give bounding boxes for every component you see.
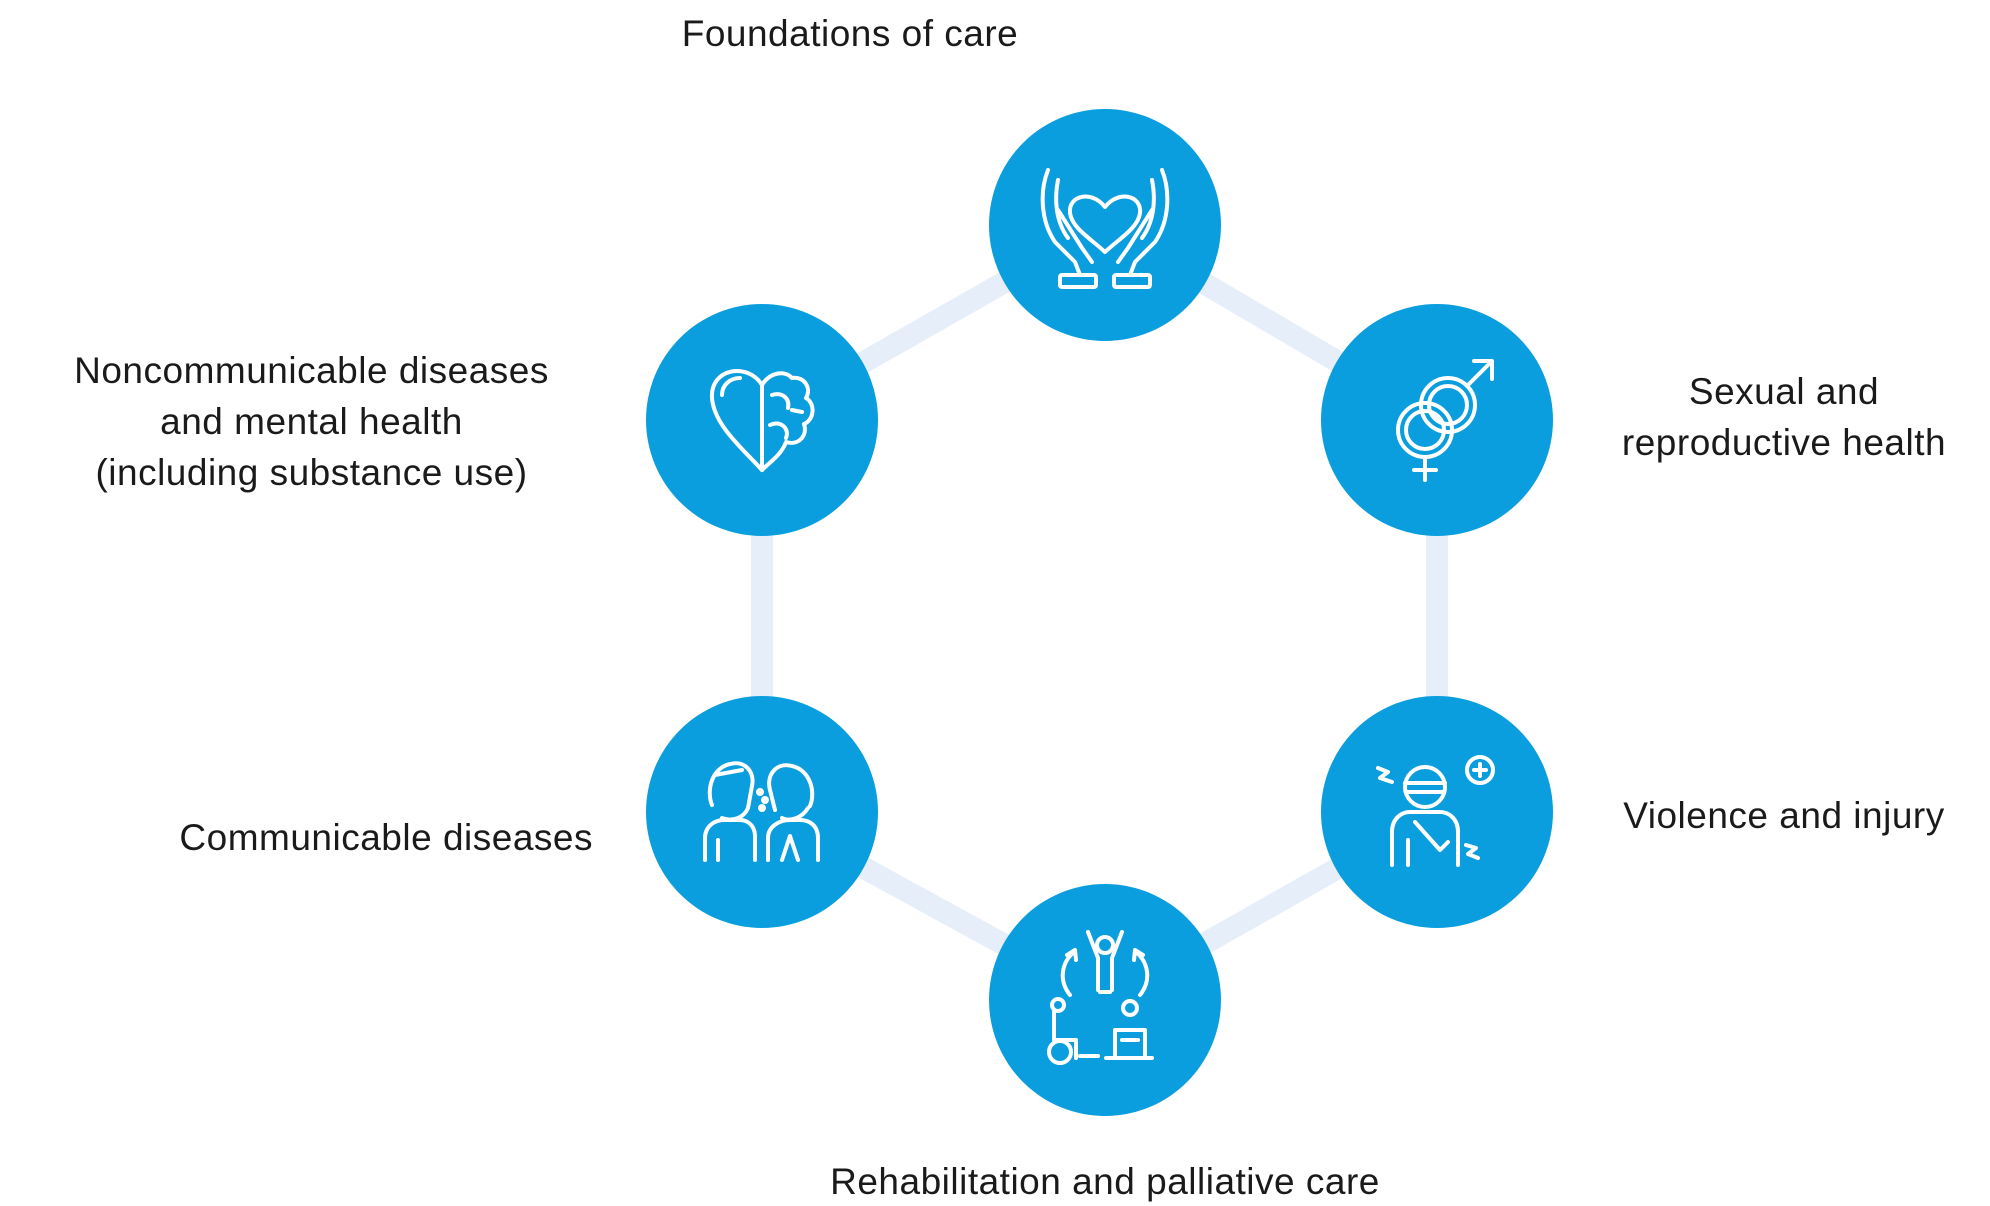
hexagon-connector bbox=[751, 214, 1448, 1011]
node-violence bbox=[1321, 696, 1553, 928]
cough-transmission-icon bbox=[703, 761, 820, 862]
node-communicable bbox=[646, 696, 878, 928]
label-ncd-line-3: (including substance use) bbox=[95, 452, 528, 493]
rehabilitation-icon bbox=[1047, 930, 1154, 1065]
label-ncd-line-2: and mental health bbox=[160, 401, 463, 442]
injured-person-icon bbox=[1376, 755, 1495, 867]
gender-symbols-icon bbox=[1396, 359, 1494, 482]
heart-brain-icon bbox=[709, 369, 815, 472]
label-rehab-line-1: Rehabilitation and palliative care bbox=[830, 1161, 1380, 1202]
label-ncd: Noncommunicable diseases and mental heal… bbox=[30, 345, 593, 498]
label-rehab: Rehabilitation and palliative care bbox=[725, 1156, 1485, 1206]
node-ncd bbox=[646, 304, 878, 536]
label-communicable-line-1: Communicable diseases bbox=[179, 817, 593, 858]
node-sexual bbox=[1321, 304, 1553, 536]
label-communicable: Communicable diseases bbox=[30, 812, 593, 863]
label-sexual-line-1: Sexual and bbox=[1688, 371, 1880, 412]
label-sexual: Sexual and reproductive health bbox=[1554, 366, 1990, 468]
label-violence-line-1: Violence and injury bbox=[1623, 795, 1945, 836]
node-foundations bbox=[989, 109, 1221, 341]
label-violence: Violence and injury bbox=[1554, 790, 1990, 841]
label-foundations: Foundations of care bbox=[595, 8, 1105, 59]
label-ncd-line-1: Noncommunicable diseases bbox=[74, 350, 549, 391]
caring-hands-heart-icon bbox=[1040, 168, 1170, 289]
label-sexual-line-2: reproductive health bbox=[1621, 422, 1947, 463]
label-foundations-line-1: Foundations of care bbox=[681, 13, 1019, 54]
node-rehab bbox=[989, 884, 1221, 1116]
